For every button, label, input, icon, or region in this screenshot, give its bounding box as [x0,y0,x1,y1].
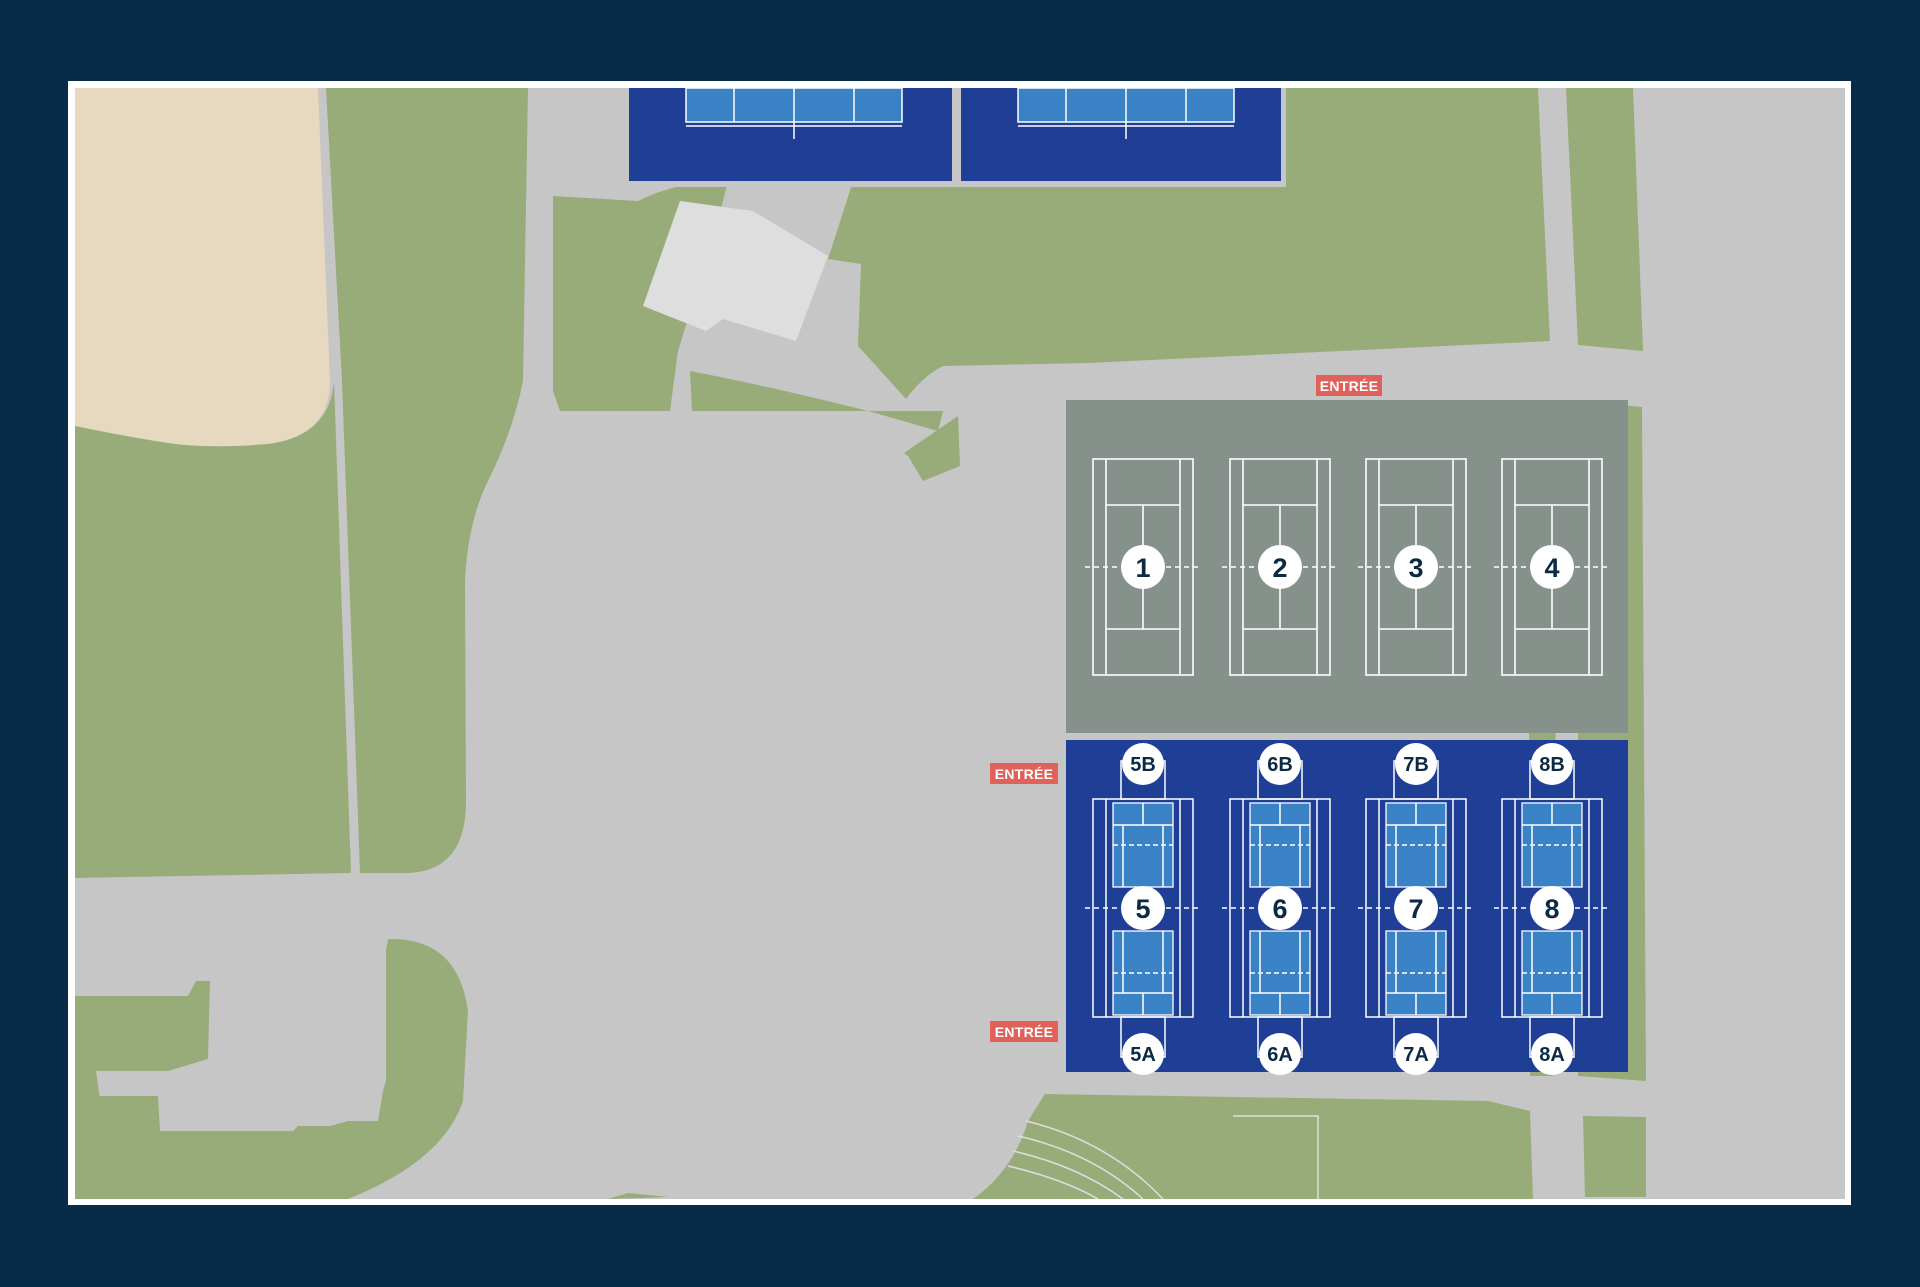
court-7: 7 7B 7A [1358,743,1474,1075]
court-4-badge[interactable]: 4 [1530,545,1574,589]
court-5-badge[interactable]: 5 [1121,886,1165,930]
court-8: 8 8B 8A [1494,743,1610,1075]
court-6-badge-circle [1258,886,1302,930]
court-3: 3 [1358,458,1474,676]
court-6B-badge-circle [1259,743,1301,785]
north-courts [623,87,1286,187]
court-5: 5 5B 5A [1085,743,1201,1075]
court-6B-badge-label: 6B [1267,754,1293,776]
court-8A-badge-label: 8A [1539,1044,1565,1066]
court-7B-badge-circle [1395,743,1437,785]
court-3-badge[interactable]: 3 [1394,545,1438,589]
court-5B-badge[interactable]: 5B [1122,743,1164,785]
grass-south-west [75,981,210,1101]
blue-courts-group: 5 5B 5A 6 6B 6A 7 7B 7A 8 8B 8A [1085,743,1610,1075]
building [643,201,828,341]
court-7A-badge[interactable]: 7A [1395,1033,1437,1075]
grass-south-2 [608,1193,668,1199]
court-2: 2 [1222,458,1338,676]
court-2-badge-circle [1258,545,1302,589]
grass-south [973,1094,1533,1199]
court-7-badge[interactable]: 7 [1394,886,1438,930]
court-6-badge[interactable]: 6 [1258,886,1302,930]
entrance-west-upper-label: ENTRÉE [995,766,1054,782]
court-6: 6 6B 6A [1222,743,1338,1075]
entrance-west-upper: ENTRÉE [990,763,1058,784]
court-6A-badge[interactable]: 6A [1259,1033,1301,1075]
entrance-north: ENTRÉE [1316,375,1382,396]
court-8B-badge-circle [1531,743,1573,785]
amphitheatre [1007,1115,1319,1200]
court-7-badge-circle [1394,886,1438,930]
court-8-badge-circle [1530,886,1574,930]
pavement-east-edge [1646,88,1845,1199]
court-5A-badge-label: 5A [1130,1044,1156,1066]
court-7A-badge-label: 7A [1403,1044,1429,1066]
court-3-badge-circle [1394,545,1438,589]
grass-south-west-2 [75,938,468,1199]
court-6A-badge-circle [1259,1033,1301,1075]
court-6A-badge-label: 6A [1267,1044,1293,1066]
court-5B-badge-label: 5B [1130,754,1156,776]
court-7B-badge[interactable]: 7B [1395,743,1437,785]
entrance-west-lower-label: ENTRÉE [995,1024,1054,1040]
entrance-west-lower: ENTRÉE [990,1021,1058,1042]
court-7-badge-label: 7 [1408,894,1423,924]
grass-wedge [904,416,960,481]
court-4: 4 [1494,458,1610,676]
court-1-badge[interactable]: 1 [1121,545,1165,589]
court-8A-badge[interactable]: 8A [1531,1033,1573,1075]
court-2-badge[interactable]: 2 [1258,545,1302,589]
grey-courts-group: 1 2 3 4 [1085,458,1610,676]
court-6-badge-label: 6 [1272,894,1287,924]
sand-field [75,88,330,447]
grass-east-4 [1583,1116,1648,1197]
grass-west-strip [326,88,528,873]
grass-lower-centre [690,371,943,431]
court-8-badge[interactable]: 8 [1530,886,1574,930]
entrance-north-label: ENTRÉE [1320,378,1379,394]
court-6B-badge[interactable]: 6B [1259,743,1301,785]
court-5-badge-label: 5 [1135,894,1150,924]
court-1: 1 [1085,458,1201,676]
court-8B-badge-label: 8B [1539,754,1565,776]
court-7B-badge-label: 7B [1403,754,1429,776]
court-7A-badge-circle [1395,1033,1437,1075]
court-5-badge-circle [1121,886,1165,930]
court-8A-badge-circle [1531,1033,1573,1075]
court-5B-badge-circle [1122,743,1164,785]
grass-east-1 [1566,88,1643,351]
court-1-badge-label: 1 [1135,553,1150,583]
court-4-badge-label: 4 [1544,553,1559,583]
court-8-badge-label: 8 [1544,894,1559,924]
court-5A-badge[interactable]: 5A [1122,1033,1164,1075]
court-5A-badge-circle [1122,1033,1164,1075]
court-3-badge-label: 3 [1408,553,1423,583]
court-4-badge-circle [1530,545,1574,589]
court-1-badge-circle [1121,545,1165,589]
court-2-badge-label: 2 [1272,553,1287,583]
grass-west [75,381,351,878]
court-8B-badge[interactable]: 8B [1531,743,1573,785]
